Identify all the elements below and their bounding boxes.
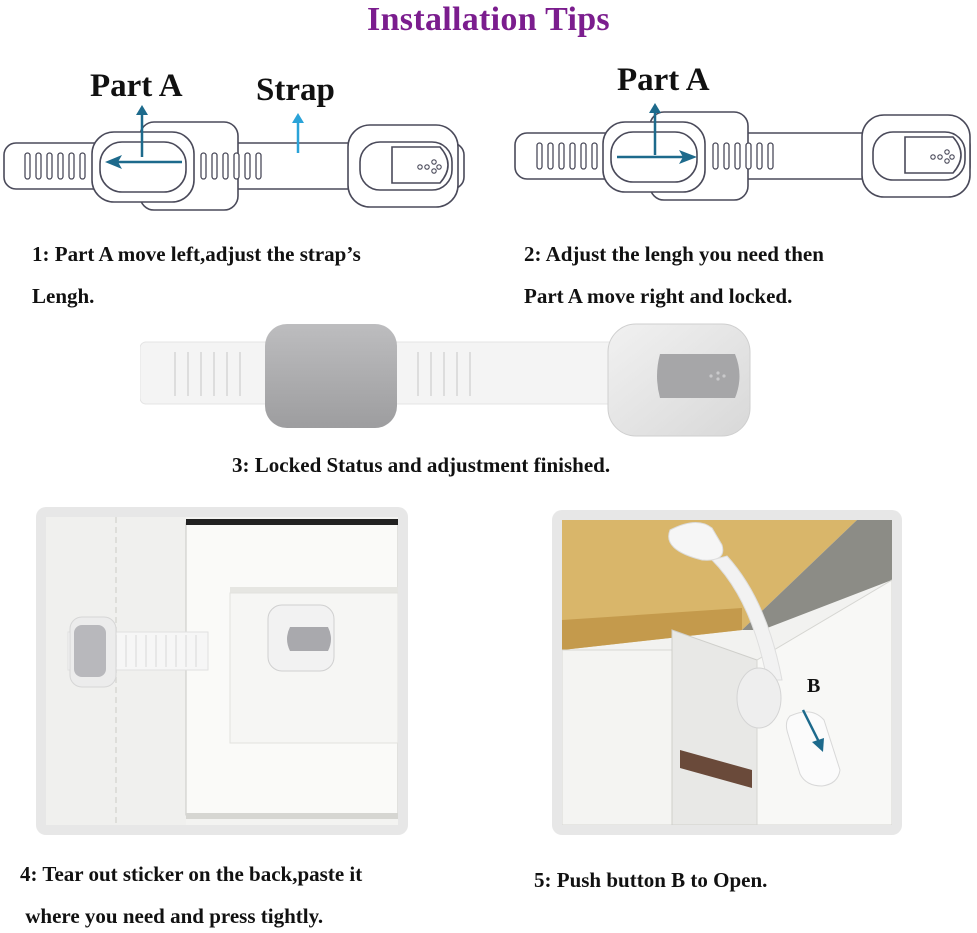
arrow-move-left: [105, 155, 182, 169]
adhesive-base-top: [668, 522, 724, 561]
step1-caption-line2: Lengh.: [32, 284, 95, 308]
arrow-move-right: [617, 150, 697, 164]
button-b: [785, 711, 841, 787]
step4-caption-line2: where you need and press tightly.: [20, 904, 324, 928]
step2-caption-line1: 2: Adjust the lengh you need then: [524, 242, 824, 266]
cabinet-scene: [46, 517, 398, 825]
arrow-strap-up: [292, 113, 304, 153]
strap: [711, 555, 783, 681]
part-a-slider: [265, 324, 397, 428]
step3-caption: 3: Locked Status and adjustment finished…: [232, 453, 611, 477]
release-button: [657, 354, 740, 398]
photo-cabinet: [46, 517, 398, 825]
diagram-step2: [514, 103, 971, 201]
photo-drawer: B: [562, 520, 892, 825]
diagram-step1: [3, 105, 465, 211]
arrow-push-b: [801, 709, 824, 752]
strap-ribs-right: [200, 152, 262, 180]
step5-caption: 5: Push button B to Open.: [534, 868, 768, 892]
release-button: [287, 627, 331, 651]
strap-ribs-right: [712, 142, 774, 170]
step4-caption-line1: 4: Tear out sticker on the back,paste it: [20, 862, 363, 886]
photo-cabinet-frame: [36, 507, 408, 835]
drawer-scene: [562, 520, 892, 825]
strap-ribs-left: [536, 142, 598, 170]
page-title: Installation Tips: [367, 1, 610, 38]
latch-plate: [736, 667, 782, 729]
button-b-label: B: [807, 675, 821, 697]
cabinet-shadow: [742, 520, 892, 630]
arrow-part-a-up: [136, 105, 148, 157]
photo-drawer-frame: B: [552, 510, 902, 835]
strap-label: Strap: [256, 72, 335, 108]
arrow-part-a-up: [649, 103, 661, 155]
part-a-label-2: Part A: [617, 62, 710, 98]
strap-ribs-left: [24, 152, 86, 180]
lock-dots: [930, 149, 955, 164]
part-a-label-1: Part A: [90, 68, 183, 104]
drawer-rail: [680, 750, 752, 788]
lock-dots: [417, 159, 442, 174]
product-locked-image: [140, 323, 751, 437]
drawer-front: [756, 579, 892, 825]
step2-caption-line2: Part A move right and locked.: [524, 284, 793, 308]
step1-caption-line1: 1: Part A move left,adjust the strap’s: [32, 242, 361, 266]
strap-ribs: [174, 352, 471, 396]
